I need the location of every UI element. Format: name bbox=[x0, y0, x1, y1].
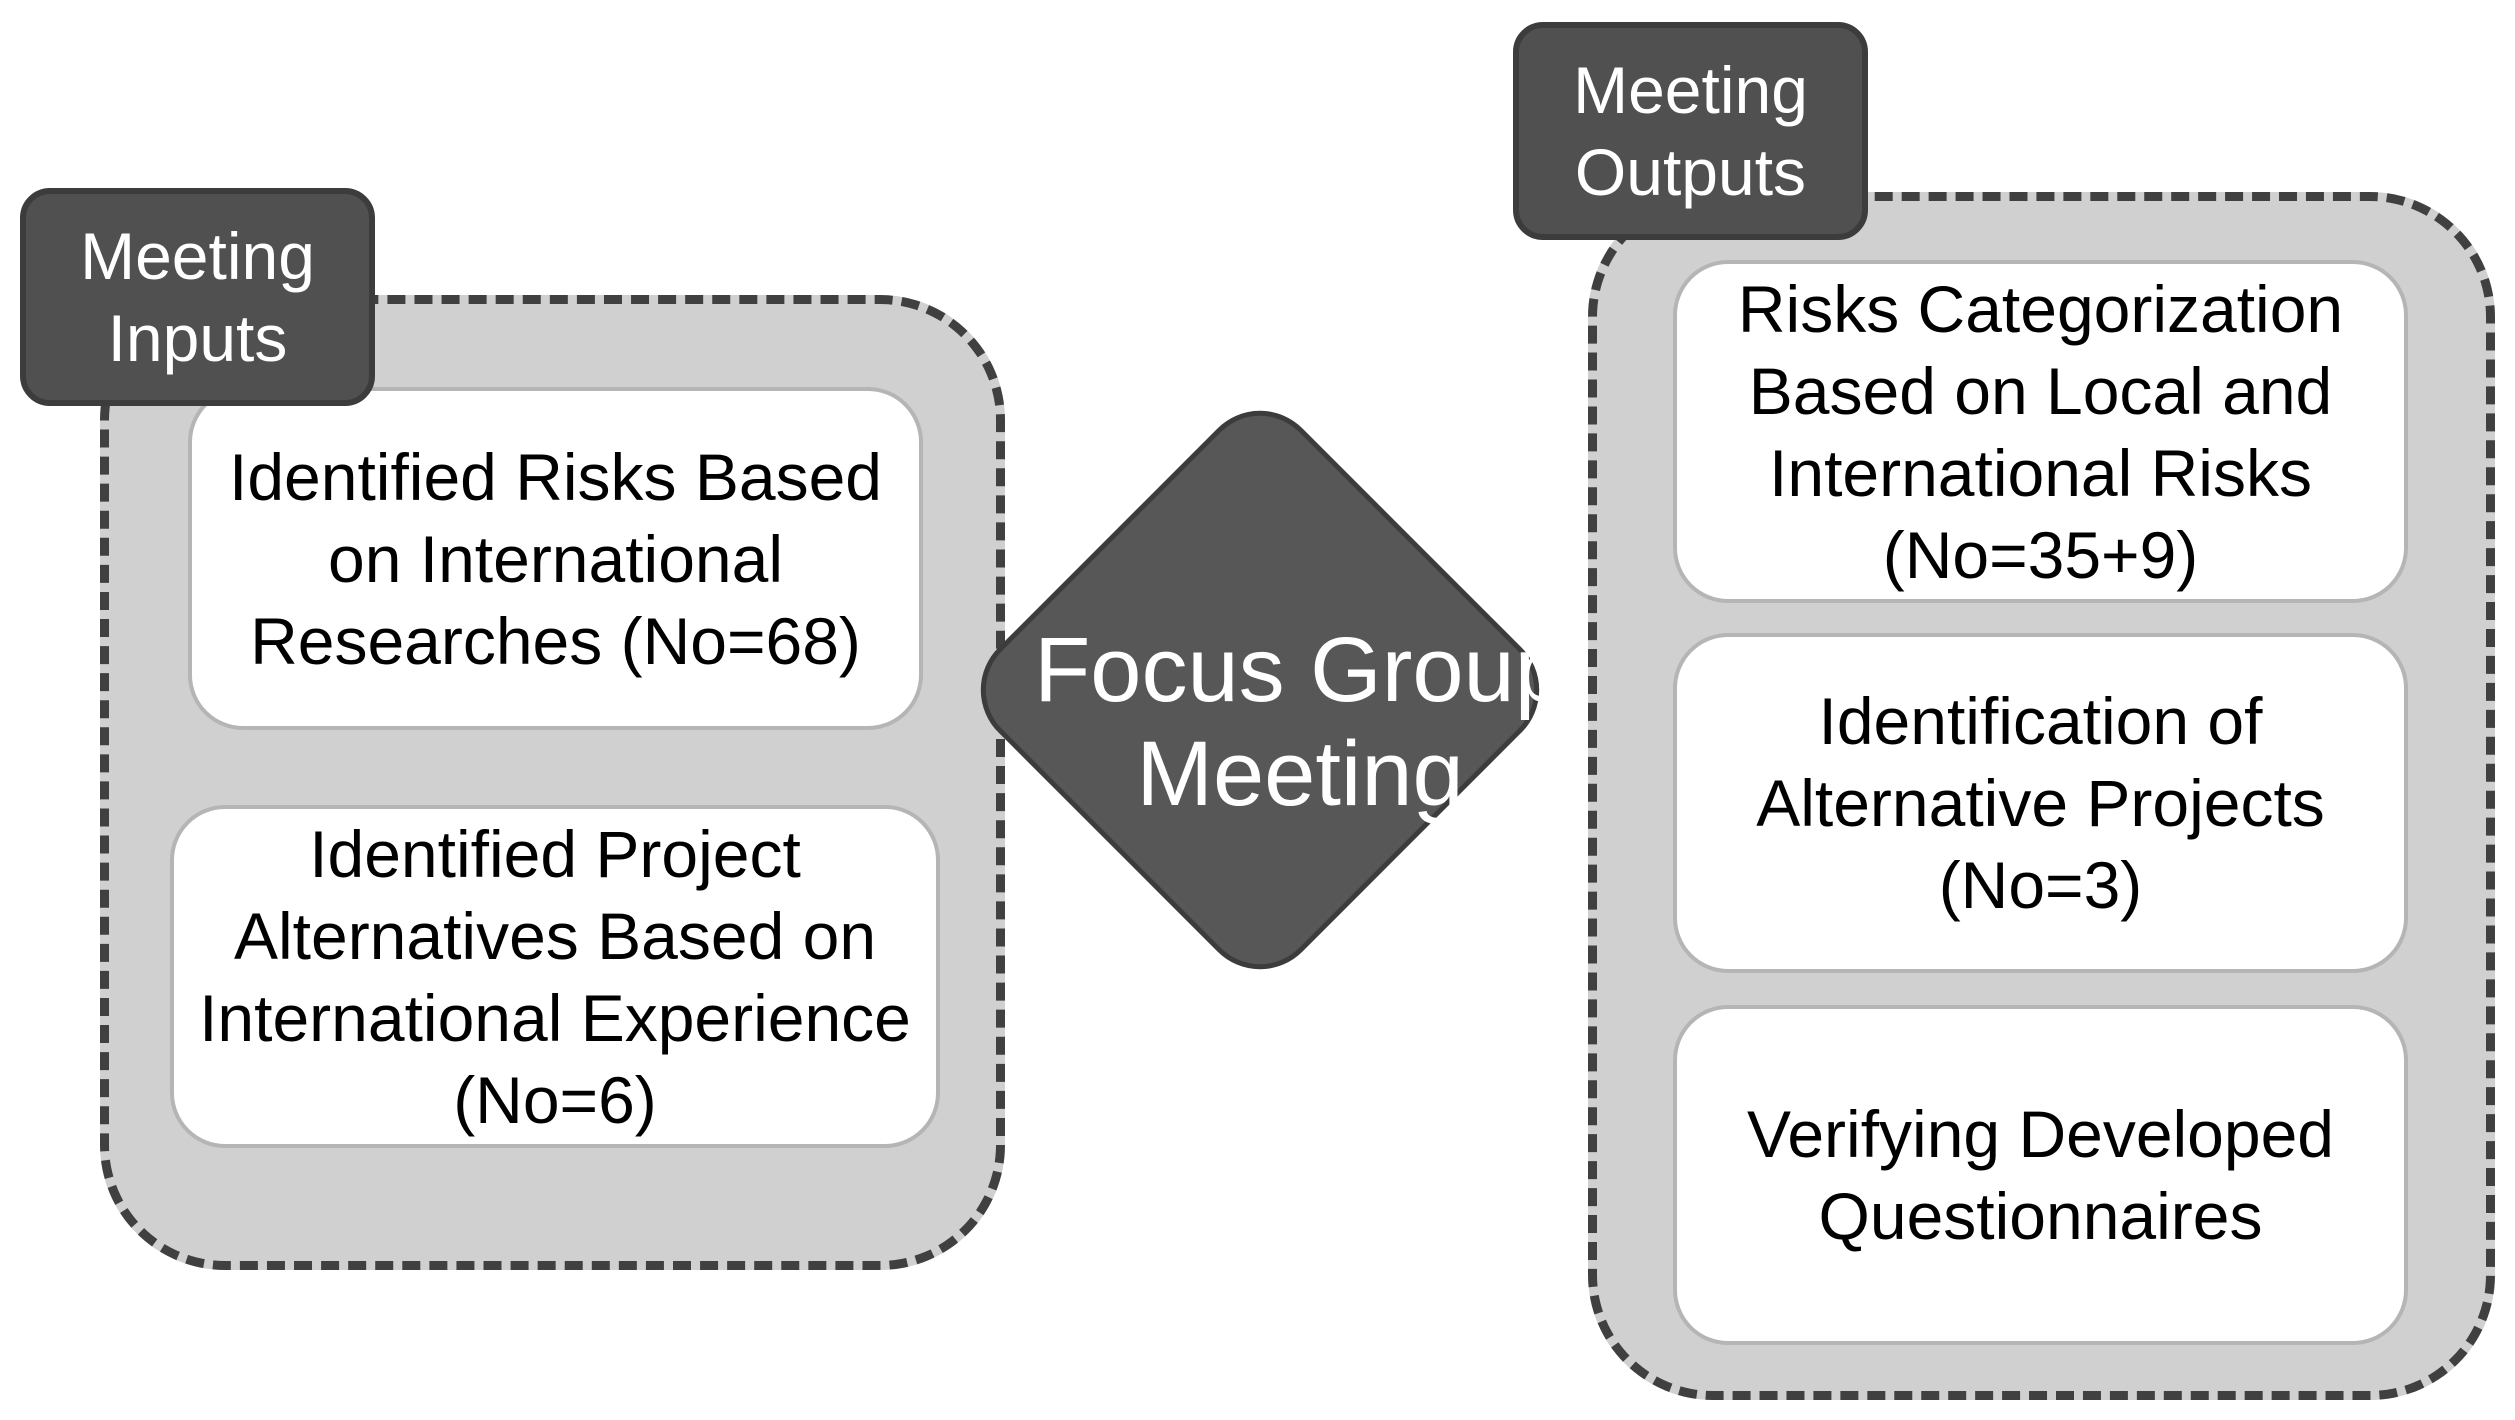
input-card-alternatives-line-1: Identified Project bbox=[309, 816, 801, 891]
meeting-outputs-label-line-1: Meeting bbox=[1573, 53, 1808, 127]
focus-group-label-line-1: Focus Group bbox=[1034, 619, 1566, 721]
focus-group-label-line-2: Meeting bbox=[1136, 723, 1464, 825]
meeting-inputs-label-line-1: Meeting bbox=[80, 219, 315, 293]
input-card-risks-line-2: on International bbox=[327, 521, 783, 596]
output-card-questionnaires: Verifying Developed Questionnaires bbox=[1673, 1005, 2408, 1345]
input-card-alternatives-line-2: Alternatives Based on bbox=[233, 898, 877, 973]
meeting-outputs-label: Meeting Outputs bbox=[1513, 22, 1868, 240]
output-card-categorization-line-4: (No=35+9) bbox=[1882, 517, 2199, 592]
meeting-inputs-label-line-2: Inputs bbox=[107, 301, 288, 375]
input-card-alternatives-line-4: (No=6) bbox=[453, 1062, 657, 1137]
output-card-questionnaires-line-1: Verifying Developed bbox=[1746, 1097, 2335, 1171]
output-card-categorization-line-1: Risks Categorization bbox=[1737, 271, 2344, 346]
input-card-risks: Identified Risks Based on International … bbox=[188, 387, 923, 730]
meeting-outputs-label-line-2: Outputs bbox=[1574, 135, 1807, 209]
meeting-inputs-label: Meeting Inputs bbox=[20, 188, 375, 406]
output-card-questionnaires-line-2: Questionnaires bbox=[1818, 1179, 2263, 1253]
input-card-risks-line-1: Identified Risks Based bbox=[228, 439, 882, 514]
input-card-risks-line-3: Researches (No=68) bbox=[250, 603, 861, 678]
output-card-alternatives: Identification of Alternative Projects (… bbox=[1673, 633, 2408, 973]
focus-group-label: Focus Group Meeting bbox=[1010, 612, 1590, 832]
output-card-alternatives-line-3: (No=3) bbox=[1938, 848, 2143, 922]
input-card-alternatives: Identified Project Alternatives Based on… bbox=[170, 805, 940, 1148]
input-card-alternatives-line-3: International Experience bbox=[199, 980, 911, 1055]
output-card-categorization-line-3: International Risks bbox=[1769, 435, 2312, 510]
output-card-alternatives-line-1: Identification of bbox=[1818, 684, 2263, 758]
output-card-categorization-line-2: Based on Local and bbox=[1748, 353, 2333, 428]
output-card-alternatives-line-2: Alternative Projects bbox=[1756, 766, 2325, 840]
output-card-categorization: Risks Categorization Based on Local and … bbox=[1673, 260, 2408, 603]
